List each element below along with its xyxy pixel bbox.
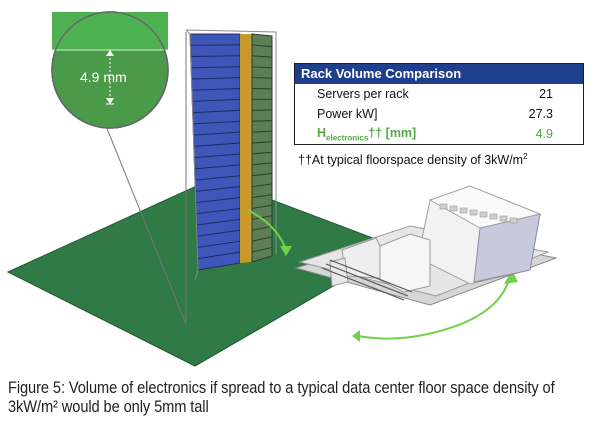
table-row: Servers per rack 21 [295, 84, 583, 104]
row-label-height: Helectronics†† [mm] [317, 126, 416, 143]
rack-slot-line [191, 77, 241, 80]
rack-slot-line [196, 218, 241, 226]
rack-slot-line [192, 98, 241, 102]
rack-slot-line [197, 251, 241, 260]
rack-side-line [251, 151, 273, 155]
rack-slot-line [195, 186, 241, 192]
rack-side-line [251, 120, 273, 122]
table-row-height: Helectronics†† [mm] 4.9 [295, 124, 583, 144]
rack-side-line [251, 172, 273, 177]
rack-side-line [251, 130, 273, 133]
arrow-back-to-floor [357, 275, 511, 340]
rack-side-line [251, 236, 273, 242]
rack-side-line [251, 141, 273, 144]
server-rack-tower [185, 29, 277, 281]
rack-side-line [251, 55, 273, 58]
rack-side-line [251, 44, 273, 48]
rack-slot-line [191, 66, 241, 69]
footnote-text: ††At typical floorspace density of 3kW/m [298, 153, 524, 168]
footnote-sup: 2 [523, 152, 528, 161]
rack-slot-line [194, 175, 241, 181]
height-label-main: H [317, 125, 327, 140]
rack-side-line [251, 66, 273, 69]
table-title: Rack Volume Comparison [295, 64, 583, 84]
rack-slot-line [193, 120, 241, 125]
rack-side-line [251, 77, 273, 79]
rack-slot-line [193, 131, 241, 136]
rack-slot-line [192, 109, 241, 114]
rack-slot-line [196, 229, 241, 237]
rack-slot-line [191, 88, 241, 91]
rack-slot-line [196, 207, 241, 215]
data-center-building [294, 185, 558, 306]
rack-slot-line [193, 142, 241, 147]
rack-slot-line [194, 153, 241, 159]
callout-measurement: 4.9 mm [80, 69, 127, 85]
rack-side-line [251, 225, 273, 231]
figure-caption: Figure 5: Volume of electronics if sprea… [8, 378, 598, 416]
thickness-callout: 4.9 mm [51, 11, 187, 325]
table-row: Power kW] 27.3 [295, 104, 583, 124]
rack-side-line [251, 194, 273, 199]
height-label-sub: electronics [326, 133, 369, 143]
row-label-servers: Servers per rack [317, 87, 409, 101]
rack-volume-table: Rack Volume Comparison Servers per rack … [294, 63, 584, 145]
row-value-power: 27.3 [528, 107, 553, 121]
rack-slot-line [195, 197, 241, 204]
row-value-servers: 21 [539, 87, 553, 101]
caption-line-1: Figure 5: Volume of electronics if sprea… [8, 378, 555, 397]
rack-side-line [251, 246, 273, 253]
rack-side-line [251, 162, 273, 166]
rack-side-line [251, 204, 273, 209]
row-label-power: Power kW] [317, 107, 378, 121]
rack-slot-line [190, 55, 241, 57]
rack-slot-line [194, 164, 241, 170]
rack-side-line [251, 183, 273, 188]
row-value-height: 4.9 [535, 127, 553, 141]
rack-slot-line [197, 240, 241, 249]
table-footnote: ††At typical floorspace density of 3kW/m… [298, 152, 528, 167]
caption-line-2: 3kW/m² would be only 5mm tall [8, 397, 209, 416]
height-label-tail: †† [mm] [368, 125, 417, 140]
